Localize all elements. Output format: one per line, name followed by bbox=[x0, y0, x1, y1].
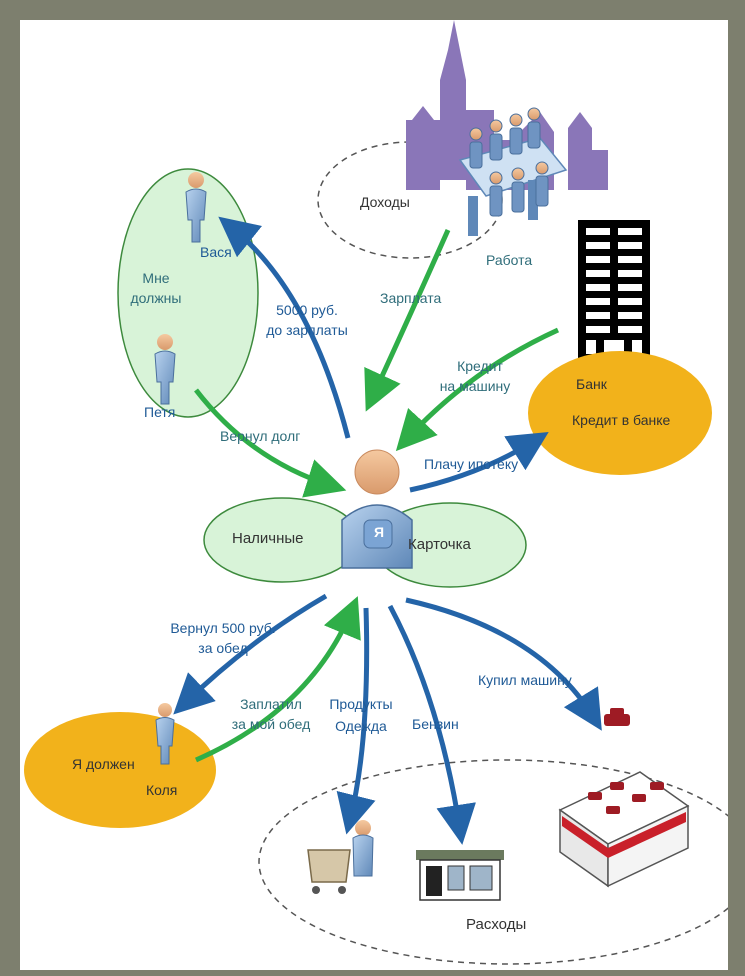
label-owe-me-1: Мне bbox=[142, 270, 170, 286]
label-returned-500-2: за обед bbox=[198, 640, 248, 656]
diagram-frame: Доходы Работа Зарплата Вася Мне должны П… bbox=[20, 20, 728, 970]
arrow-products bbox=[336, 607, 376, 835]
label-petya: Петя bbox=[144, 404, 176, 420]
label-gasoline: Бензин bbox=[412, 716, 459, 732]
car-icon bbox=[604, 708, 630, 726]
label-car-credit-2: на машину bbox=[439, 378, 511, 394]
expenses-dashed-ellipse bbox=[258, 759, 728, 965]
arrow-salary bbox=[364, 228, 451, 412]
label-loan-5000-1: 5000 руб. bbox=[276, 302, 338, 318]
diagram-canvas bbox=[24, 20, 728, 965]
shopping-cart-icon bbox=[307, 820, 374, 894]
label-car-credit-1: Кредит bbox=[457, 358, 503, 374]
label-i-owe: Я должен bbox=[72, 756, 135, 772]
person-vasya-icon bbox=[185, 172, 207, 243]
label-loan-5000-2: до зарплаты bbox=[266, 322, 348, 338]
person-petya-icon bbox=[154, 334, 176, 405]
arrow-returned-debt bbox=[194, 388, 347, 498]
label-returned-debt: Вернул долг bbox=[220, 428, 301, 444]
bank-credit-ellipse bbox=[528, 351, 712, 475]
arrow-car-credit bbox=[395, 327, 560, 452]
label-kolya: Коля bbox=[146, 782, 178, 798]
gas-station-icon bbox=[416, 850, 504, 901]
label-me: Я bbox=[373, 524, 385, 540]
car-dealer-icon bbox=[558, 708, 690, 888]
label-paid-lunch-1: Заплатил bbox=[240, 696, 302, 712]
label-clothes: Одежда bbox=[335, 718, 387, 734]
label-bank-credit: Кредит в банке bbox=[572, 412, 671, 428]
label-expenses: Расходы bbox=[466, 916, 527, 933]
arrow-gasoline bbox=[387, 604, 476, 845]
label-vasya: Вася bbox=[200, 244, 232, 260]
label-income: Доходы bbox=[360, 194, 410, 210]
arrow-returned-500 bbox=[173, 593, 328, 715]
bank-building-icon bbox=[578, 220, 650, 370]
label-work: Работа bbox=[486, 252, 533, 268]
me-person-icon bbox=[341, 449, 413, 569]
arrow-mortgage bbox=[409, 432, 549, 493]
label-returned-500-1: Вернул 500 руб. bbox=[170, 620, 276, 636]
label-card: Карточка bbox=[408, 536, 471, 553]
label-products: Продукты bbox=[329, 696, 393, 712]
label-bank: Банк bbox=[576, 376, 607, 392]
person-kolya-icon bbox=[155, 703, 175, 765]
label-salary: Зарплата bbox=[380, 290, 442, 306]
arrow-loan-5000 bbox=[218, 216, 351, 439]
label-paid-lunch-2: за мой обед bbox=[231, 716, 311, 732]
label-cash: Наличные bbox=[232, 530, 304, 547]
label-mortgage: Плачу ипотеку bbox=[424, 456, 519, 472]
arrow-bought-car bbox=[405, 597, 602, 731]
label-bought-car: Купил машину bbox=[478, 672, 572, 688]
arrow-paid-lunch bbox=[194, 596, 361, 763]
meeting-table-icon bbox=[458, 107, 568, 236]
label-owe-me-2: должны bbox=[130, 290, 182, 306]
